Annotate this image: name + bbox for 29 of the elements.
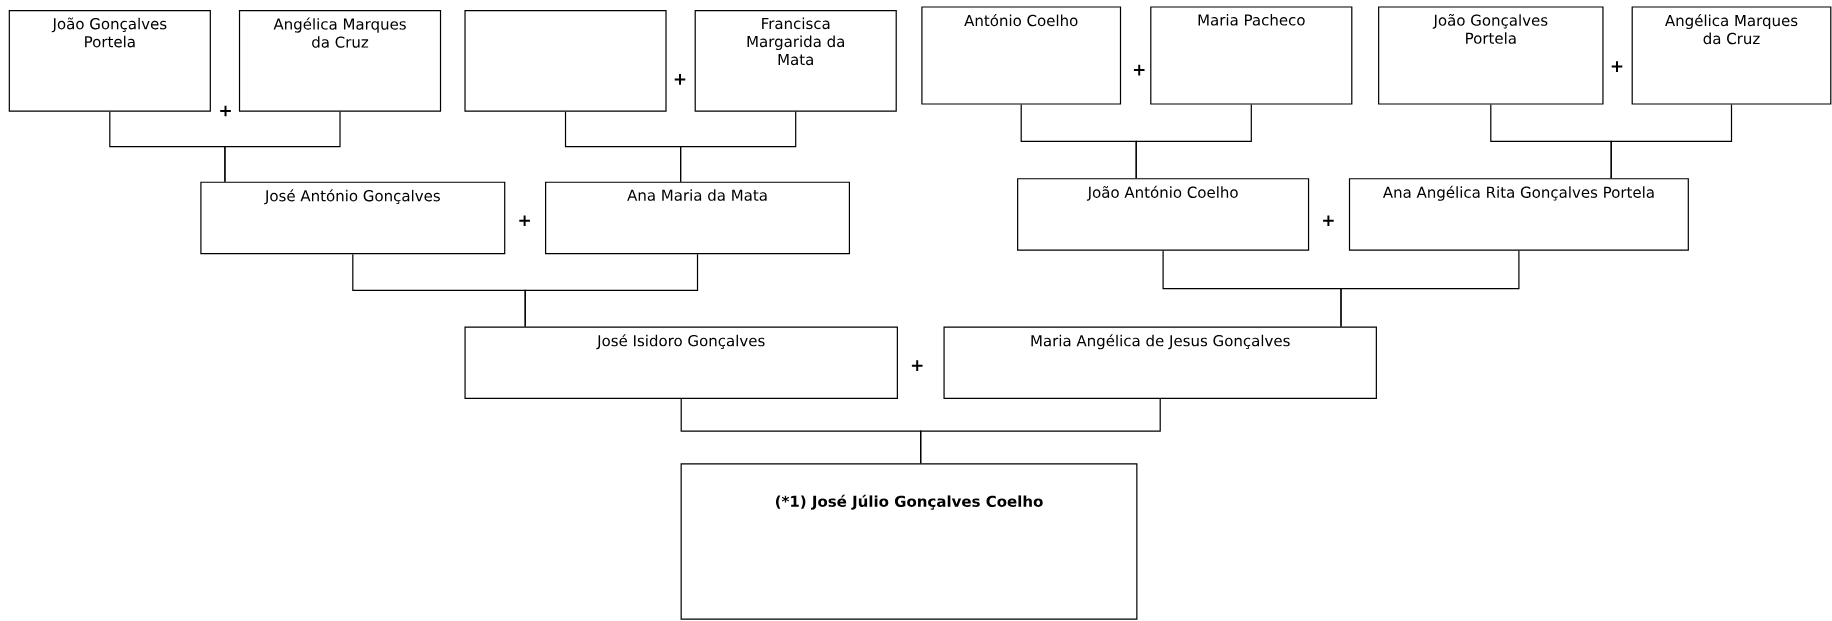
- plus-sign: +: [1133, 64, 1145, 76]
- person-box: Maria Pacheco: [1150, 6, 1353, 105]
- plus-sign: +: [220, 105, 231, 117]
- person-box: Maria Angélica de Jesus Gonçalves: [943, 326, 1377, 400]
- connector-line: [920, 398, 1161, 464]
- person-box: António Coelho: [921, 6, 1122, 105]
- person-box: Francisca Margarida da Mata: [694, 9, 897, 112]
- person-box: Ana Maria da Mata: [545, 181, 850, 255]
- connector-line: [1340, 250, 1520, 328]
- plus-sign: +: [674, 74, 686, 85]
- connector-line: [224, 111, 341, 183]
- connector-line: [1610, 104, 1733, 179]
- person-box: João Gonçalves Portela: [8, 9, 211, 112]
- connector-line: [680, 111, 797, 183]
- person-box: José António Gonçalves: [200, 181, 506, 255]
- person-box: José Isidoro Gonçalves: [464, 326, 898, 400]
- connector-line: [524, 253, 699, 328]
- person-box: João Gonçalves Portela: [1378, 6, 1604, 105]
- empty-box: [464, 9, 667, 112]
- person-box: João António Coelho: [1017, 178, 1310, 251]
- connector-line: [1135, 104, 1252, 179]
- person-box: Angélica Marques da Cruz: [1631, 6, 1832, 105]
- plus-sign: +: [1611, 61, 1623, 72]
- person-box: Angélica Marques da Cruz: [238, 9, 442, 112]
- plus-sign: +: [911, 360, 923, 371]
- person-box: (*1) José Júlio Gonçalves Coelho: [680, 463, 1138, 620]
- plus-sign: +: [1323, 215, 1334, 227]
- plus-sign: +: [519, 215, 530, 227]
- person-box: Ana Angélica Rita Gonçalves Portela: [1348, 178, 1689, 251]
